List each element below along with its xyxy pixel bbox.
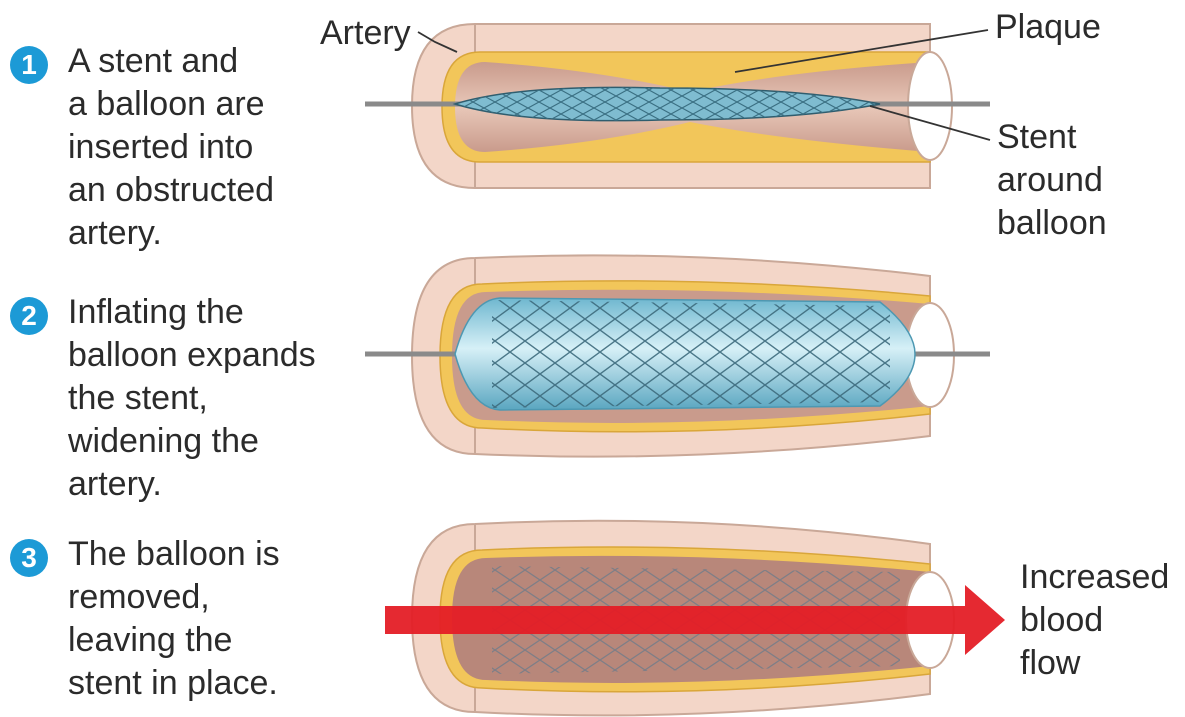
stent-label-line: balloon bbox=[997, 202, 1107, 245]
panel-3-artery bbox=[385, 521, 1005, 716]
panel-2-artery bbox=[365, 255, 990, 456]
stent-label-line: around bbox=[997, 159, 1107, 202]
flow-label-line: blood bbox=[1020, 599, 1169, 642]
increased-blood-flow-label: Increased blood flow bbox=[1020, 556, 1169, 685]
panel-1-artery bbox=[365, 24, 990, 188]
plaque-label: Plaque bbox=[995, 6, 1101, 49]
stent-label-line: Stent bbox=[997, 116, 1107, 159]
flow-label-line: flow bbox=[1020, 642, 1169, 685]
flow-label-line: Increased bbox=[1020, 556, 1169, 599]
artery-label: Artery bbox=[320, 12, 411, 55]
stent-around-balloon-label: Stent around balloon bbox=[997, 116, 1107, 245]
